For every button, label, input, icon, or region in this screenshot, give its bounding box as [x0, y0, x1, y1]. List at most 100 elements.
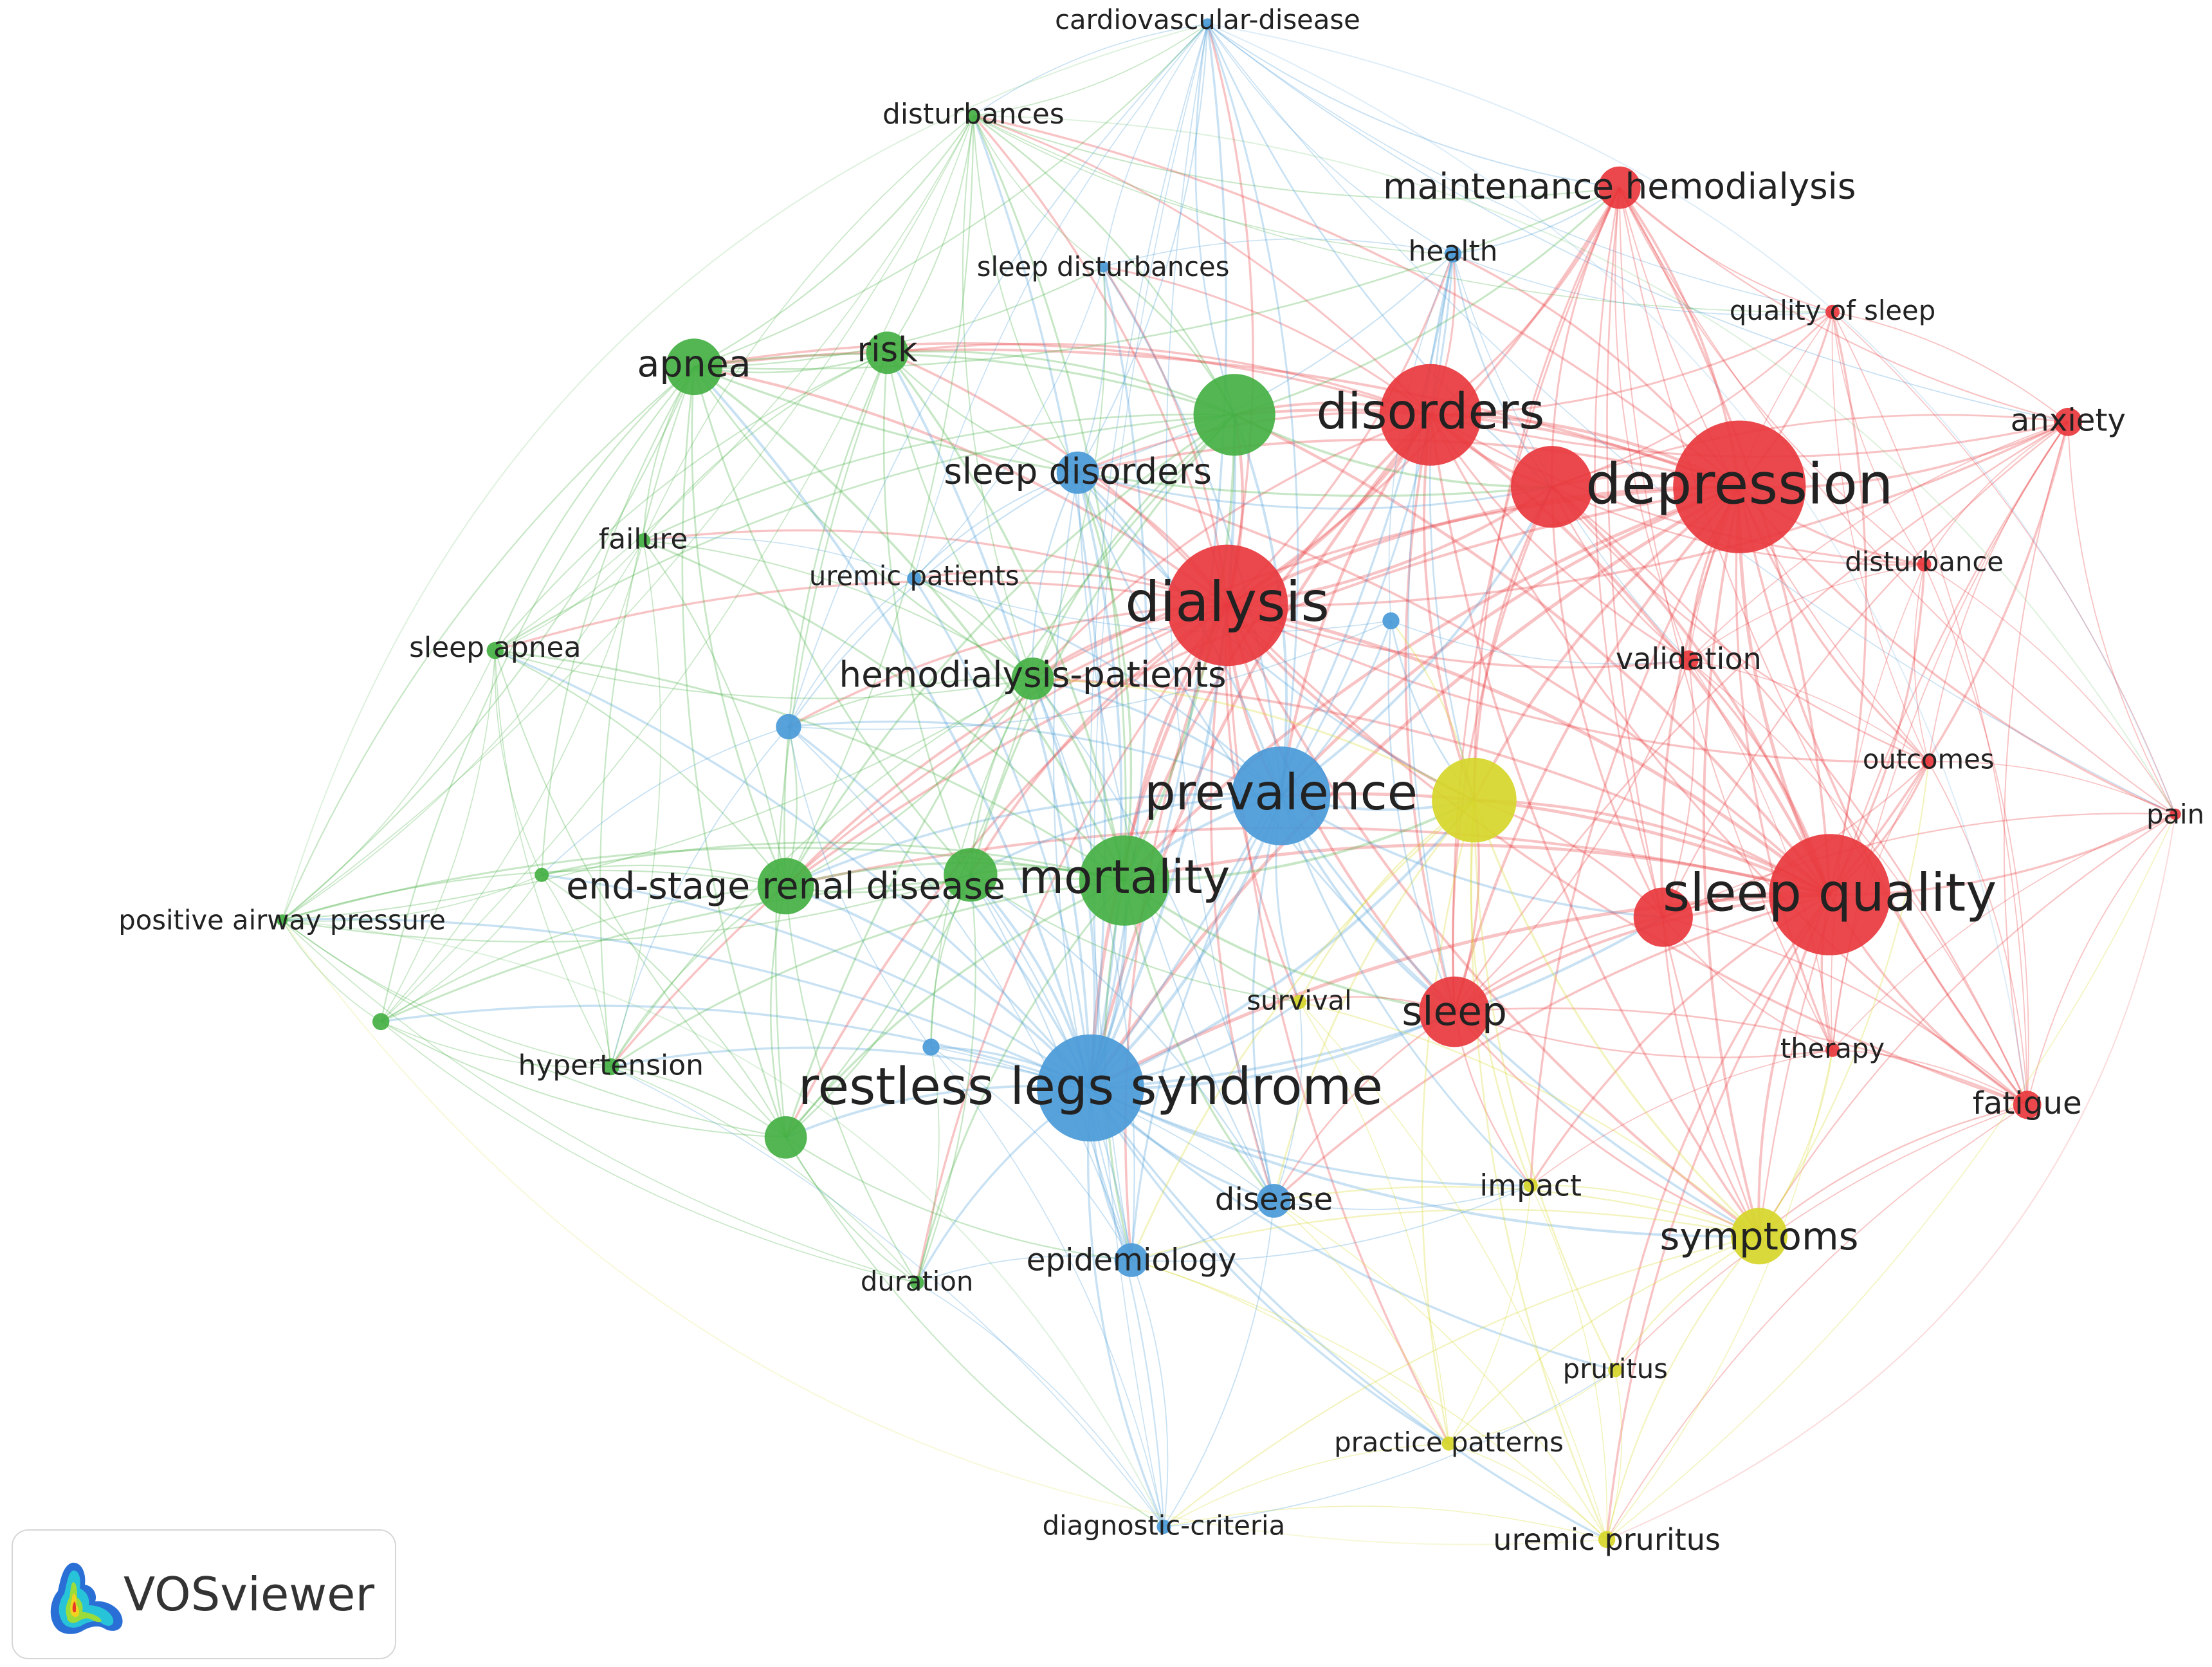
network-node[interactable]	[944, 848, 998, 902]
network-node[interactable]	[372, 1013, 390, 1031]
network-node[interactable]	[1673, 420, 1806, 553]
network-link	[282, 678, 1034, 921]
network-link	[1090, 1087, 1616, 1372]
network-node[interactable]	[2013, 1091, 2042, 1119]
node-label: disturbance	[1845, 546, 2004, 577]
network-link	[691, 367, 787, 887]
network-node[interactable]	[1633, 887, 1693, 947]
network-node[interactable]	[1598, 1531, 1616, 1548]
network-node[interactable]	[1419, 976, 1490, 1047]
network-link	[1452, 253, 1833, 316]
network-link	[1688, 659, 1833, 1050]
network-node[interactable]	[1444, 245, 1462, 262]
network-link	[1089, 1087, 1450, 1445]
network-node[interactable]	[1678, 650, 1699, 670]
network-node[interactable]	[1382, 612, 1400, 630]
network-node[interactable]	[1166, 544, 1288, 667]
network-node[interactable]	[909, 1275, 924, 1290]
node-label: apnea	[637, 343, 751, 385]
network-node[interactable]	[1432, 757, 1517, 843]
network-node[interactable]	[1079, 835, 1170, 926]
network-link	[1454, 1011, 1833, 1058]
network-node[interactable]	[1921, 755, 1936, 769]
network-link	[495, 115, 974, 651]
network-link	[973, 115, 2176, 815]
network-link	[643, 540, 787, 887]
network-link	[1758, 421, 2069, 1237]
network-link	[495, 649, 1125, 881]
network-node[interactable]	[1011, 658, 1054, 700]
network-node[interactable]	[1257, 1184, 1291, 1218]
network-node[interactable]	[666, 338, 722, 396]
network-node[interactable]	[1193, 374, 1275, 456]
network-link	[973, 115, 1833, 313]
network-link	[282, 540, 644, 921]
network-node[interactable]	[535, 867, 549, 882]
network-link	[1551, 187, 1621, 487]
network-node[interactable]	[2170, 808, 2181, 820]
network-link	[1234, 408, 1741, 488]
node-label: anxiety	[2011, 403, 2126, 439]
network-link	[495, 580, 1228, 652]
network-node[interactable]	[907, 571, 922, 586]
network-node[interactable]	[1231, 746, 1331, 845]
network-link	[1606, 187, 1760, 1237]
network-link	[1454, 1007, 2028, 1106]
network-link	[610, 678, 1033, 1067]
network-node[interactable]	[966, 108, 981, 123]
network-link	[1738, 486, 2176, 816]
network-link	[1551, 486, 1665, 918]
network-link	[785, 880, 1125, 1138]
network-link	[973, 115, 1229, 606]
network-node[interactable]	[757, 858, 814, 915]
network-link	[1090, 1087, 1531, 1187]
network-node[interactable]	[1731, 1208, 1787, 1265]
network-node[interactable]	[1292, 995, 1306, 1009]
network-node[interactable]	[776, 714, 801, 740]
network-node[interactable]	[1441, 1436, 1456, 1451]
network-node[interactable]	[1825, 1042, 1840, 1057]
network-link	[785, 115, 974, 887]
network-link	[2067, 421, 2176, 815]
network-node[interactable]	[1825, 304, 1840, 319]
network-link	[1618, 187, 1833, 1051]
network-node[interactable]	[602, 1058, 619, 1076]
network-link	[693, 365, 1126, 881]
network-link	[1077, 472, 1133, 881]
network-node[interactable]	[1114, 1243, 1149, 1277]
network-link	[788, 23, 1209, 727]
network-node[interactable]	[1769, 834, 1890, 955]
network-link	[282, 847, 1125, 921]
network-node[interactable]	[1917, 557, 1932, 572]
network-node[interactable]	[922, 1038, 940, 1056]
network-node[interactable]	[1379, 364, 1481, 466]
network-node[interactable]	[1523, 1178, 1538, 1193]
network-node[interactable]	[1598, 166, 1641, 209]
network-link	[643, 352, 888, 541]
network-link	[972, 115, 1127, 881]
network-link	[1454, 1011, 1760, 1237]
network-link	[1618, 187, 1925, 566]
network-node[interactable]	[1511, 446, 1593, 528]
network-link	[1093, 24, 1209, 1527]
network-node[interactable]	[764, 1116, 807, 1159]
network-node[interactable]	[486, 641, 504, 659]
network-link	[1164, 1506, 1607, 1540]
network-node[interactable]	[276, 914, 288, 926]
network-node[interactable]	[866, 331, 909, 374]
network-node[interactable]	[1156, 1520, 1171, 1534]
network-node[interactable]	[1608, 1363, 1623, 1377]
network-link	[887, 350, 1235, 416]
network-node[interactable]	[1037, 1034, 1144, 1142]
network-link	[495, 649, 1092, 1089]
network-link	[1391, 620, 1689, 665]
network-node[interactable]	[636, 533, 651, 548]
network-node[interactable]	[1056, 451, 1099, 494]
network-link	[1606, 1235, 1760, 1540]
network-node[interactable]	[1097, 261, 1109, 273]
network-link	[1123, 880, 1455, 1013]
network-node[interactable]	[2054, 407, 2083, 436]
network-link	[913, 577, 1282, 797]
network-node[interactable]	[1202, 18, 1214, 30]
network-link	[973, 23, 1208, 116]
